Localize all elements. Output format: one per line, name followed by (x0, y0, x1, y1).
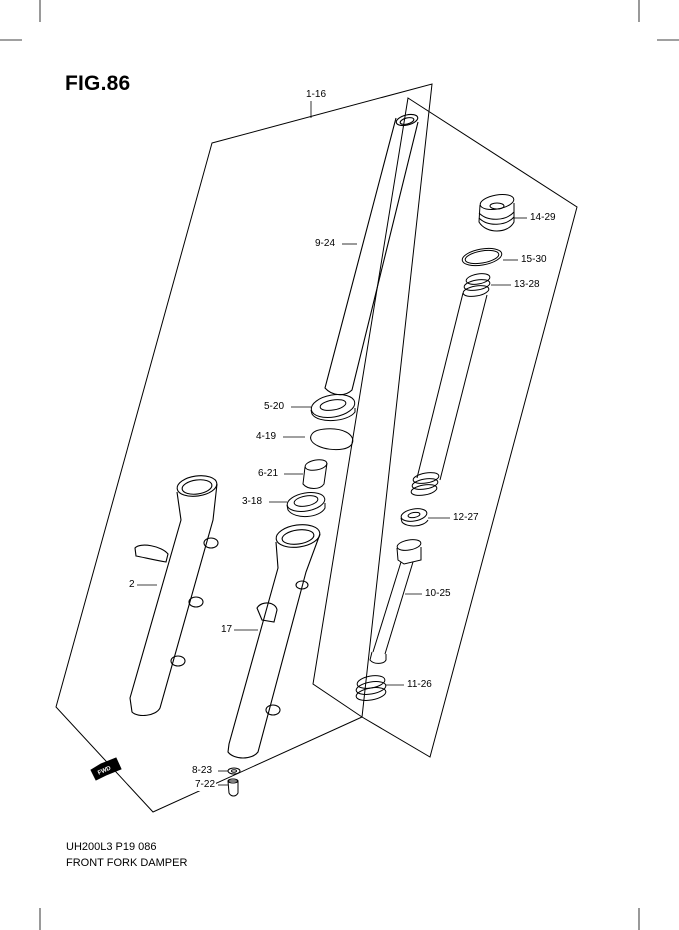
callout-13-28: 13-28 (513, 279, 541, 291)
washer (227, 767, 241, 775)
callout-10-25: 10-25 (424, 588, 452, 600)
cap-bolt (478, 194, 515, 232)
inner-tube (324, 113, 419, 396)
callout-5-20: 5-20 (263, 401, 286, 413)
oil-lock-piece (400, 508, 429, 527)
callout-12-27: 12-27 (452, 512, 480, 524)
drain-bolt (227, 778, 239, 797)
dust-seal (286, 492, 326, 517)
oil-seal (310, 394, 356, 421)
rebound-spring (355, 675, 387, 701)
outer-tube-right (227, 524, 321, 759)
callout-4-19: 4-19 (255, 431, 278, 443)
callout-8-23: 8-23 (191, 765, 214, 777)
bushing (302, 459, 328, 489)
callout-17: 17 (220, 624, 234, 636)
callout-7-22: 7-22 (194, 779, 217, 791)
fork-spring (410, 273, 491, 496)
leader-lines (137, 100, 527, 786)
damper-rod (369, 539, 422, 664)
callout-15-30: 15-30 (520, 254, 548, 266)
callout-6-21: 6-21 (257, 468, 280, 480)
callout-11-26: 11-26 (406, 679, 433, 691)
callout-14-29: 14-29 (529, 212, 557, 224)
callout-1-16: 1-16 (305, 89, 328, 101)
callout-9-24: 9-24 (314, 238, 337, 250)
fwd-arrow-label: FWD (97, 765, 113, 776)
fwd-arrow-icon: FWD (90, 757, 122, 781)
o-ring (461, 247, 503, 267)
outer-tube-left (129, 475, 219, 717)
footer-model-code: UH200L3 P19 086 (66, 841, 157, 853)
footer-figure-name: FRONT FORK DAMPER (66, 857, 188, 869)
callout-3-18: 3-18 (241, 496, 264, 508)
damper-boundary (312, 97, 578, 758)
left-fork-boundary (55, 83, 433, 813)
callout-2: 2 (128, 579, 136, 591)
stopper-ring (310, 428, 354, 451)
figure-title: FIG.86 (65, 72, 131, 95)
